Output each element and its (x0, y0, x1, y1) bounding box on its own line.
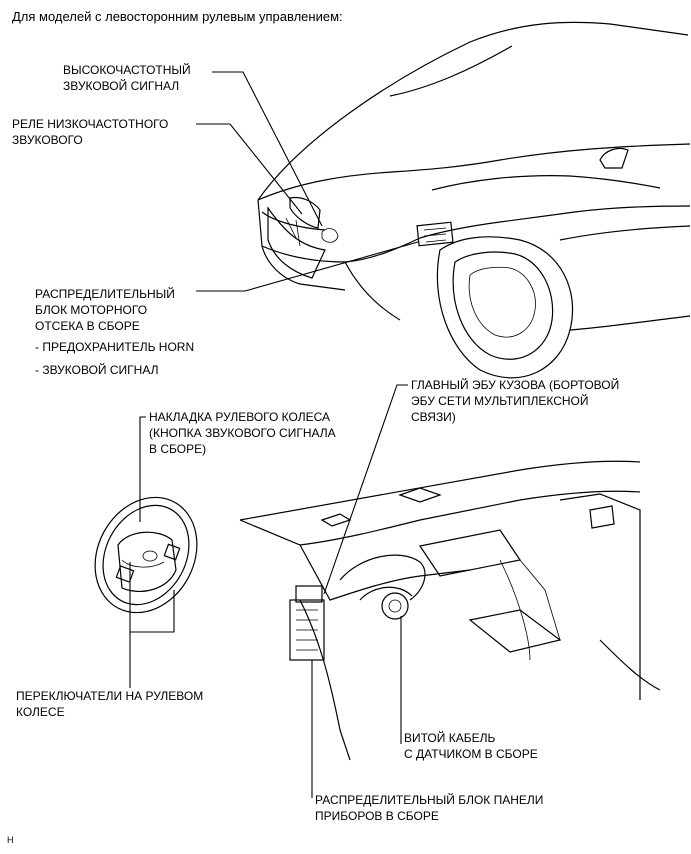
dashboard-illustration (239, 460, 661, 761)
engine-room-relay-block-label-line-3: ОТСЕКА В СБОРЕ (35, 319, 140, 333)
steering-pad-label: НАКЛАДКА РУЛЕВОГО КОЛЕСА (КНОПКА ЗВУКОВО… (149, 409, 336, 457)
low-frequency-horn-relay-label-line-1: РЕЛЕ НИЗКОЧАСТОТНОГО (12, 117, 169, 131)
engine-room-relay-block-label-line-2: БЛОК МОТОРНОГО (35, 303, 148, 317)
main-body-ecu-label-line-1: ГЛАВНЫЙ ЭБУ КУЗОВА (БОРТОВОЙ (411, 378, 620, 392)
main-body-ecu-label-line-2: ЭБУ СЕТИ МУЛЬТИПЛЕКСНОЙ (411, 394, 589, 408)
spiral-cable-label: ВИТОЙ КАБЕЛЬ С ДАТЧИКОМ В СБОРЕ (404, 730, 538, 762)
instrument-panel-junction-block-label: РАСПРЕДЕЛИТЕЛЬНЫЙ БЛОК ПАНЕЛИ ПРИБОРОВ В… (315, 792, 543, 824)
main-body-ecu-label-line-3: СВЯЗИ) (411, 410, 456, 424)
instrument-panel-junction-block-label-line-2: ПРИБОРОВ В СБОРЕ (315, 809, 439, 823)
spiral-cable-label-line-2: С ДАТЧИКОМ В СБОРЕ (404, 747, 538, 761)
page-title: Для моделей с левосторонним рулевым упра… (12, 9, 343, 24)
steering-switches-label: ПЕРЕКЛЮЧАТЕЛИ НА РУЛЕВОМ КОЛЕСЕ (16, 688, 203, 720)
high-frequency-horn-label: ВЫСОКОЧАСТОТНЫЙ ЗВУКОВОЙ СИГНАЛ (63, 62, 191, 94)
main-body-ecu-label: ГЛАВНЫЙ ЭБУ КУЗОВА (БОРТОВОЙ ЭБУ СЕТИ МУ… (411, 377, 619, 425)
low-frequency-horn-relay-label-line-2: ЗВУКОВОГО (12, 133, 83, 147)
low-frequency-horn-relay-label: РЕЛЕ НИЗКОЧАСТОТНОГО ЗВУКОВОГО (12, 116, 168, 148)
horn-item: - ЗВУКОВОЙ СИГНАЛ (35, 363, 159, 377)
steering-pad-label-line-2: (КНОПКА ЗВУКОВОГО СИГНАЛА (149, 426, 336, 440)
engine-room-relay-block-label: РАСПРЕДЕЛИТЕЛЬНЫЙ БЛОК МОТОРНОГО ОТСЕКА … (35, 286, 175, 334)
steering-pad-label-line-1: НАКЛАДКА РУЛЕВОГО КОЛЕСА (149, 410, 331, 424)
steering-wheel-illustration (94, 496, 198, 614)
instrument-panel-junction-block-label-line-1: РАСПРЕДЕЛИТЕЛЬНЫЙ БЛОК ПАНЕЛИ (315, 793, 544, 807)
high-frequency-horn-label-line-2: ЗВУКОВОЙ СИГНАЛ (63, 79, 180, 93)
engine-room-relay-block-label-line-1: РАСПРЕДЕЛИТЕЛЬНЫЙ (35, 287, 175, 301)
steering-pad-label-line-3: В СБОРЕ) (149, 442, 207, 456)
spiral-cable-label-line-1: ВИТОЙ КАБЕЛЬ (404, 731, 496, 745)
horn-fuse-item: - ПРЕДОХРАНИТЕЛЬ HORN (35, 340, 195, 354)
car-front-illustration (257, 21, 691, 379)
steering-switches-label-line-2: КОЛЕСЕ (16, 705, 65, 719)
high-frequency-horn-label-line-1: ВЫСОКОЧАСТОТНЫЙ (63, 63, 191, 77)
figure-code: H (7, 835, 14, 845)
steering-switches-label-line-1: ПЕРЕКЛЮЧАТЕЛИ НА РУЛЕВОМ (16, 689, 204, 703)
leader-lines (129, 71, 419, 798)
